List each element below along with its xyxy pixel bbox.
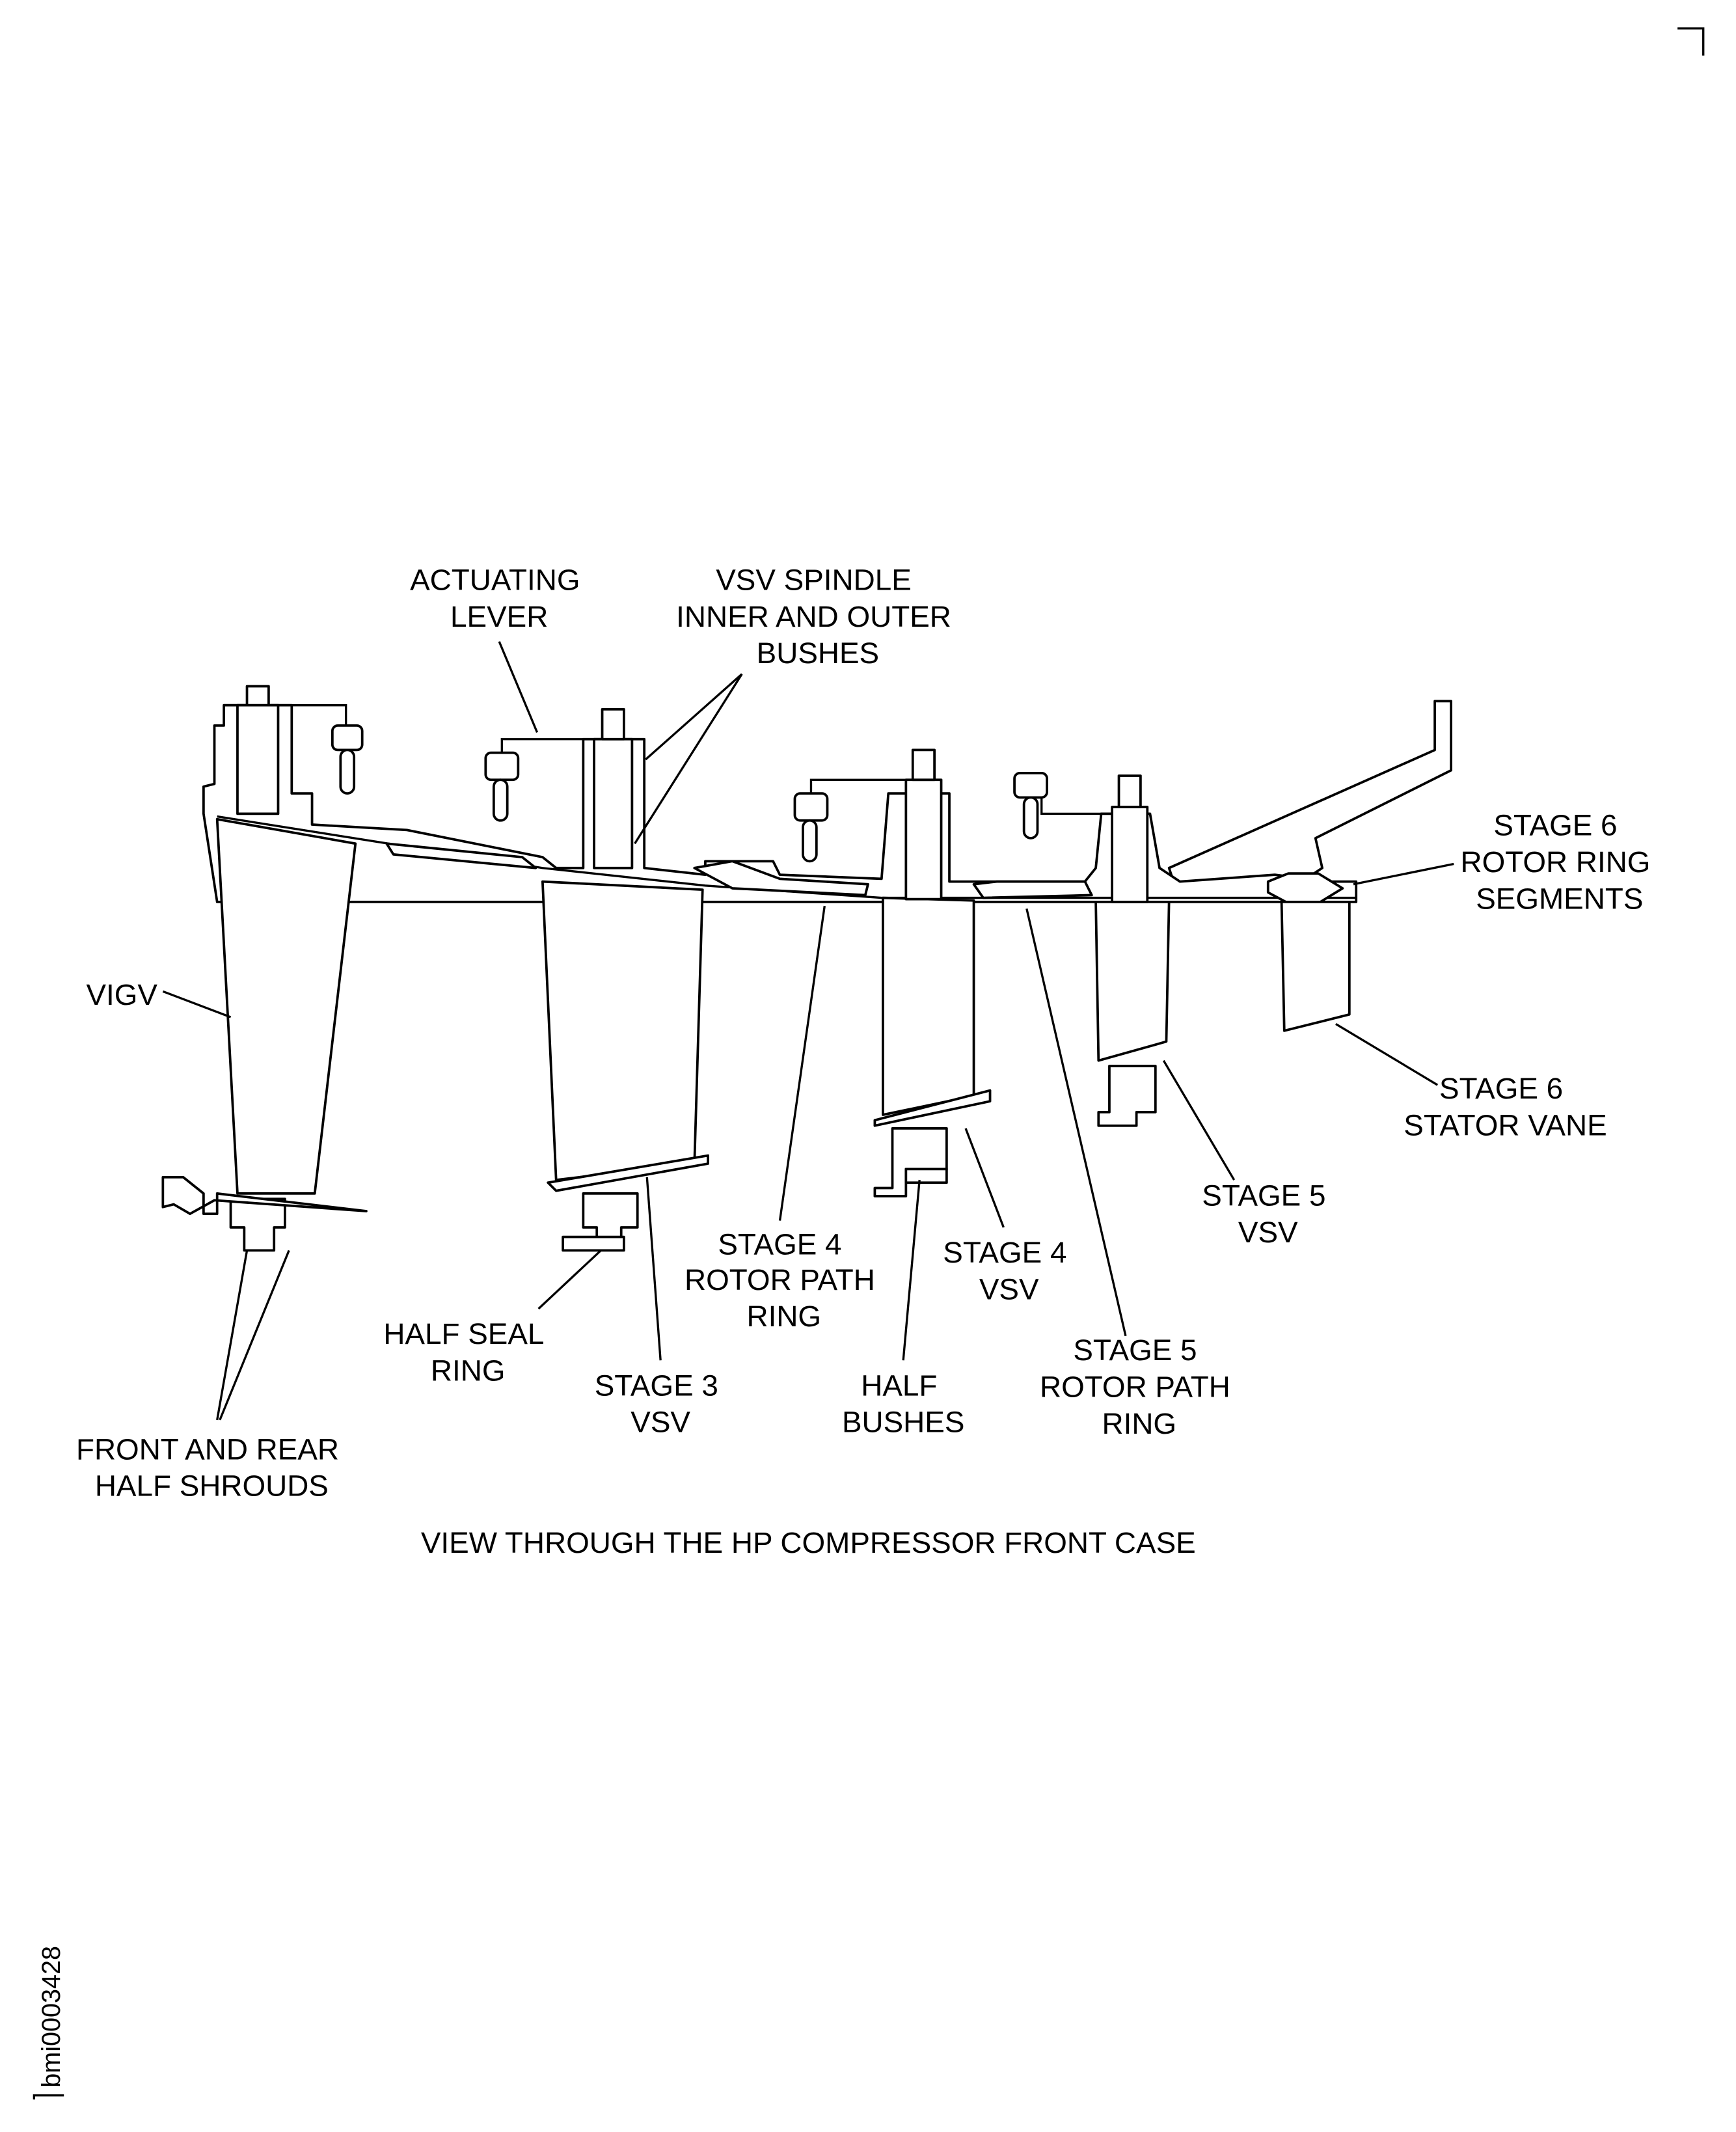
vigv-shroud-ring	[385, 842, 537, 869]
stage4-platform	[873, 1089, 992, 1127]
stage4-spindle	[793, 748, 943, 901]
label-stage5-vsv: STAGE 5 VSV	[1202, 1179, 1334, 1249]
stage3-platform	[547, 1154, 709, 1192]
front-shroud	[161, 1176, 368, 1216]
stage4-vane	[882, 896, 975, 1116]
label-stage4-vsv: STAGE 4 VSV	[943, 1236, 1075, 1305]
stage5-rotor-path-ring	[972, 880, 1093, 899]
label-vigv: VIGV	[86, 978, 157, 1011]
diagram-caption: VIEW THROUGH THE HP COMPRESSOR FRONT CAS…	[421, 1526, 1196, 1559]
label-stage6-rotor-ring-segments: STAGE 6 ROTOR RING SEGMENTS	[1460, 809, 1659, 916]
stage5-spindle	[1013, 771, 1149, 903]
label-stage3-vsv: STAGE 3 VSV	[595, 1369, 727, 1438]
vigv-vane	[215, 817, 357, 1195]
stage3-vane	[541, 880, 704, 1181]
stage5-inner-spindle	[1097, 1065, 1157, 1127]
vigv-inner-spindle	[229, 1197, 286, 1252]
half-seal-ring	[562, 1235, 625, 1252]
stage3-inner-spindle	[582, 1192, 639, 1242]
front-case	[202, 704, 1358, 903]
leader-lines	[162, 641, 1454, 1421]
label-actuating-lever: ACTUATING LEVER	[410, 564, 588, 633]
compressor-case-drawing	[161, 685, 1452, 1252]
label-stage5-rotor-path-ring: STAGE 5 ROTOR PATH RING	[1040, 1333, 1239, 1440]
figure-id: bmi0003428	[33, 1946, 66, 2099]
corner-crop-mark	[1677, 27, 1705, 56]
label-half-seal-ring: HALF SEAL RING	[383, 1317, 552, 1387]
stage6-rotor-ring-segment	[1266, 872, 1344, 905]
actuating-lever	[500, 738, 595, 753]
stage4-inner-spindle	[873, 1127, 948, 1197]
aft-flange	[1167, 700, 1452, 894]
label-vsv-spindle-bushes: VSV SPINDLE INNER AND OUTER BUSHES	[676, 564, 959, 670]
label-front-rear-half-shrouds: FRONT AND REAR HALF SHROUDS	[76, 1432, 347, 1502]
vigv-spindle	[236, 685, 364, 815]
stage6-vane	[1280, 900, 1351, 1032]
label-half-bushes: HALF BUSHES	[842, 1369, 964, 1438]
svg-text:bmi0003428: bmi0003428	[37, 1946, 66, 2088]
label-stage4-rotor-path-ring: STAGE 4 ROTOR PATH RING	[685, 1228, 884, 1333]
stage3-spindle	[484, 708, 634, 869]
stage5-vane	[1094, 900, 1171, 1062]
label-stage6-stator-vane: STAGE 6 STATOR VANE	[1404, 1072, 1607, 1141]
stage4-rotor-path-ring	[693, 860, 869, 897]
half-bushes	[904, 1168, 948, 1184]
